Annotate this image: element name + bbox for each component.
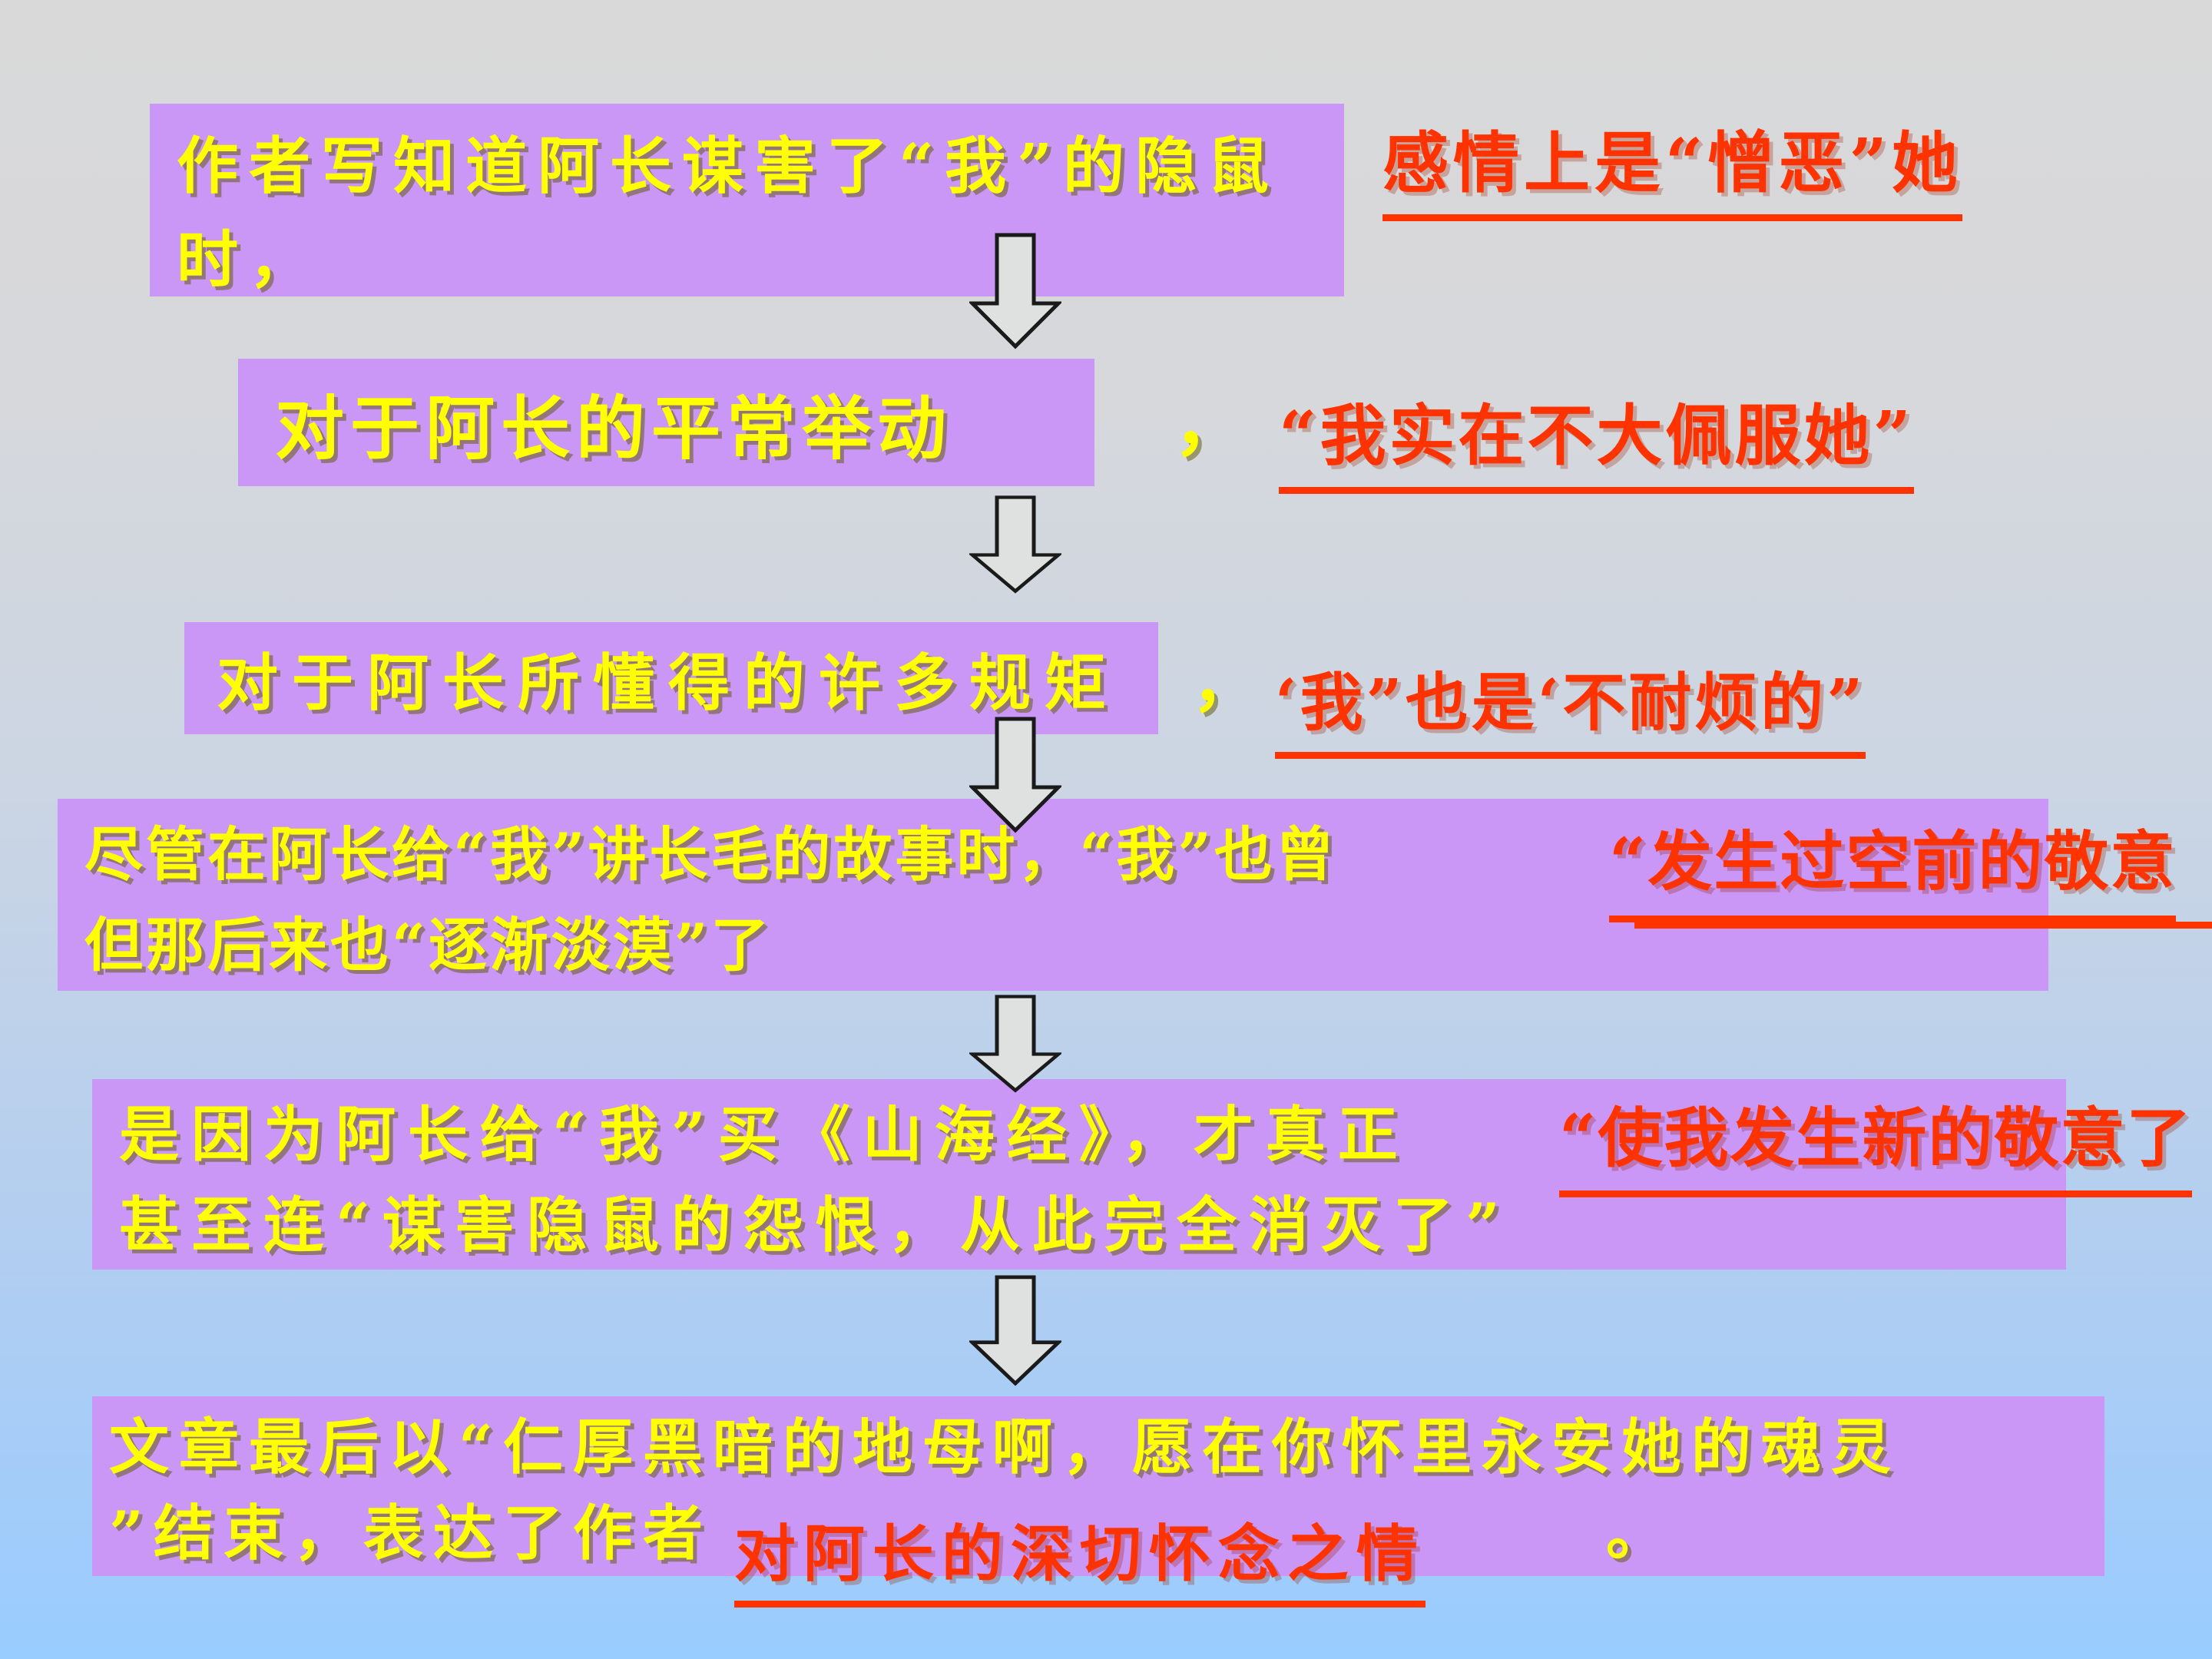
flow-box-6-line-2-text: ”结束，表达了作者 [109, 1498, 713, 1568]
flow-box-6: 文章最后以“仁厚黑暗的地母啊，愿在你怀里永安她的魂灵 ”结束，表达了作者对阿长的… [92, 1396, 2104, 1608]
down-arrow-icon [969, 717, 1061, 833]
flow-box-1: 作者写知道阿长谋害了“我”的隐鼠 时， [150, 104, 1344, 296]
flow-box-5-line-2: 甚至连“谋害隐鼠的怨恨，从此完全消灭了” [119, 1190, 1512, 1260]
annotation-3: ‘我”也是‘不耐烦的” [1275, 651, 1866, 759]
annotation-5: “使我发生新的敬意了 [1559, 1087, 2193, 1197]
flow-box-2: 对于阿长的平常举动 [238, 359, 1094, 486]
annotation-2: “我实在不大佩服她” [1279, 382, 1914, 494]
flow-box-4: 尽管在阿长给“我”讲长毛的故事时，“我”也曾 但那后来也“逐渐淡漠”了 [58, 799, 2048, 991]
flow-box-5-line-1: 是因为阿长给“我”买《山海经》，才真正 [119, 1100, 1410, 1170]
sentence-period: 。 [1605, 1498, 1676, 1568]
annotation-4-second-underline [1634, 922, 2212, 929]
flow-box-3-line-1: 对于阿长所懂得的许多规矩 [217, 647, 1120, 719]
flow-box-1-line-1: 作者写知道阿长谋害了“我”的隐鼠 [177, 130, 1280, 202]
flow-box-3: 对于阿长所懂得的许多规矩 [184, 622, 1158, 734]
flow-box-5: 是因为阿长给“我”买《山海经》，才真正 甚至连“谋害隐鼠的怨恨，从此完全消灭了” [92, 1079, 2066, 1270]
separator-comma-1: ， [1174, 382, 1245, 465]
flow-box-6-line-1: 文章最后以“仁厚黑暗的地母啊，愿在你怀里永安她的魂灵 [109, 1412, 1901, 1482]
flow-box-1-line-2: 时， [177, 224, 321, 296]
annotation-4: “发生过空前的敬意 [1609, 810, 2177, 922]
flow-box-4-line-1: 尽管在阿长给“我”讲长毛的故事时，“我”也曾 [84, 820, 1337, 889]
flow-box-4-line-2: 但那后来也“逐渐淡漠”了 [84, 911, 773, 979]
down-arrow-icon [969, 495, 1061, 594]
separator-comma-2: ， [1192, 644, 1257, 720]
flow-box-2-line-1: 对于阿长的平常举动 [275, 388, 952, 469]
down-arrow-icon [969, 233, 1061, 349]
down-arrow-icon [969, 1275, 1061, 1386]
annotation-6: 对阿长的深切怀念之情 [733, 1512, 1426, 1608]
down-arrow-icon [969, 995, 1061, 1093]
annotation-1: 感情上是“憎恶”她 [1382, 109, 1962, 221]
flow-box-6-line-2: ”结束，表达了作者对阿长的深切怀念之情 。 [109, 1490, 2093, 1608]
